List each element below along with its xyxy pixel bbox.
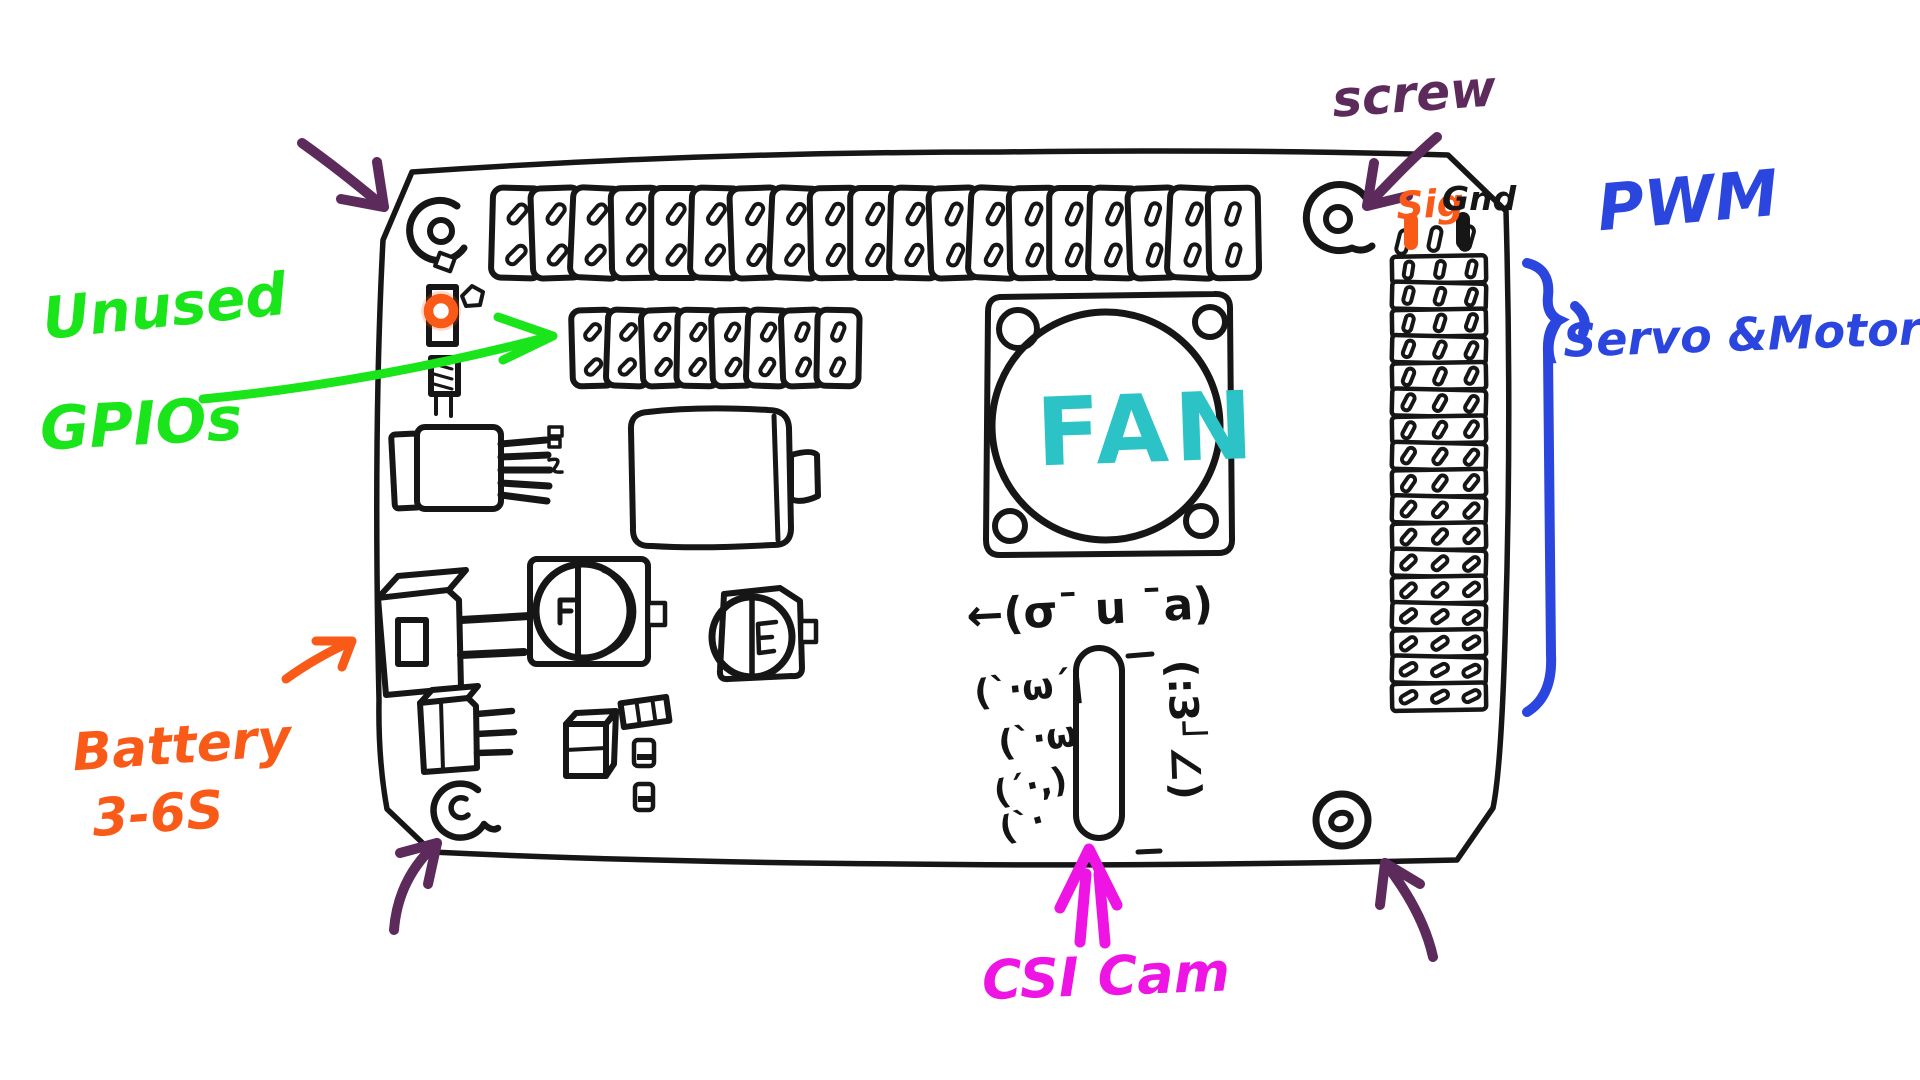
pin-block [813,306,863,390]
arrow-bottom-left-screw [389,838,442,935]
gnd-label: Gnd [1442,179,1517,218]
pin-row [1389,413,1489,447]
capacitors [563,693,673,813]
pin-row [1389,546,1489,580]
arrow-bottom-right-screw [1375,858,1438,962]
pin-row [1389,653,1489,687]
chip-tab [788,449,821,504]
screw-hole-bottom-left [430,780,502,841]
arrow-csi-cam [1054,843,1123,949]
sig-label: Sig [1395,180,1465,227]
balance-connector [417,683,518,775]
pin-row [1389,439,1489,474]
pwm-pin-header [1389,253,1489,714]
round-component-right [708,585,819,683]
csi-cam-label: CSI Cam [981,940,1231,1012]
csi-connector [1073,645,1125,841]
pin-row [1389,626,1489,660]
main-chip [627,405,821,551]
fan-circle [988,308,1224,544]
pin-row [1389,599,1489,634]
pin-row [1389,386,1489,420]
arrow-top-left-screw [297,138,389,212]
screw-label: screw [1330,59,1499,128]
pin-row [1389,279,1489,313]
pin-row [1389,359,1489,393]
screw-hole-bottom-right [1312,790,1372,850]
arrow-screw [1362,132,1442,211]
pwm-label: PWM [1594,157,1781,247]
screw-hole-top-right [1302,181,1376,254]
unused-gpios-label-line2: GPIOs [38,384,244,464]
pin-row [1389,520,1489,553]
fan-label: FAN [1034,372,1261,489]
arrow-unused-gpios [198,312,558,404]
top-pin-header [488,184,1263,282]
round-component-left [527,556,668,667]
pin-block [1204,184,1263,282]
pwm-brace [1522,258,1590,717]
doodle-face-right: (:3┘∠) [1158,659,1211,801]
unused-gpio-header [568,306,863,390]
pin-row [1389,466,1489,500]
pwm-sub-label: (Servo &Motor) [1541,301,1920,369]
fan-mount: FAN [983,290,1261,559]
pin-row [1389,680,1489,714]
pin-row [1389,332,1489,367]
gnd-pad [1456,212,1470,249]
battery-label-line1: Battery [70,708,295,783]
pin-row [1389,493,1489,527]
sig-pad [1404,213,1418,250]
pin-row [1389,573,1489,607]
power-led [421,291,461,331]
unused-gpios-label-line1: Unused [39,260,290,353]
voltage-regulator [388,424,564,512]
silkscreen-mark [547,425,564,474]
battery-connector [375,567,534,698]
arrow-battery [281,636,357,684]
pin-row [1389,306,1489,340]
pin-row [1389,253,1489,286]
battery-label-line2: 3-6S [90,780,225,849]
kaomoji-doodles: ←(σ¯ u ¯a) (`·ω´| (`·ω (´·,) (`· (:3┘∠) [965,578,1214,855]
